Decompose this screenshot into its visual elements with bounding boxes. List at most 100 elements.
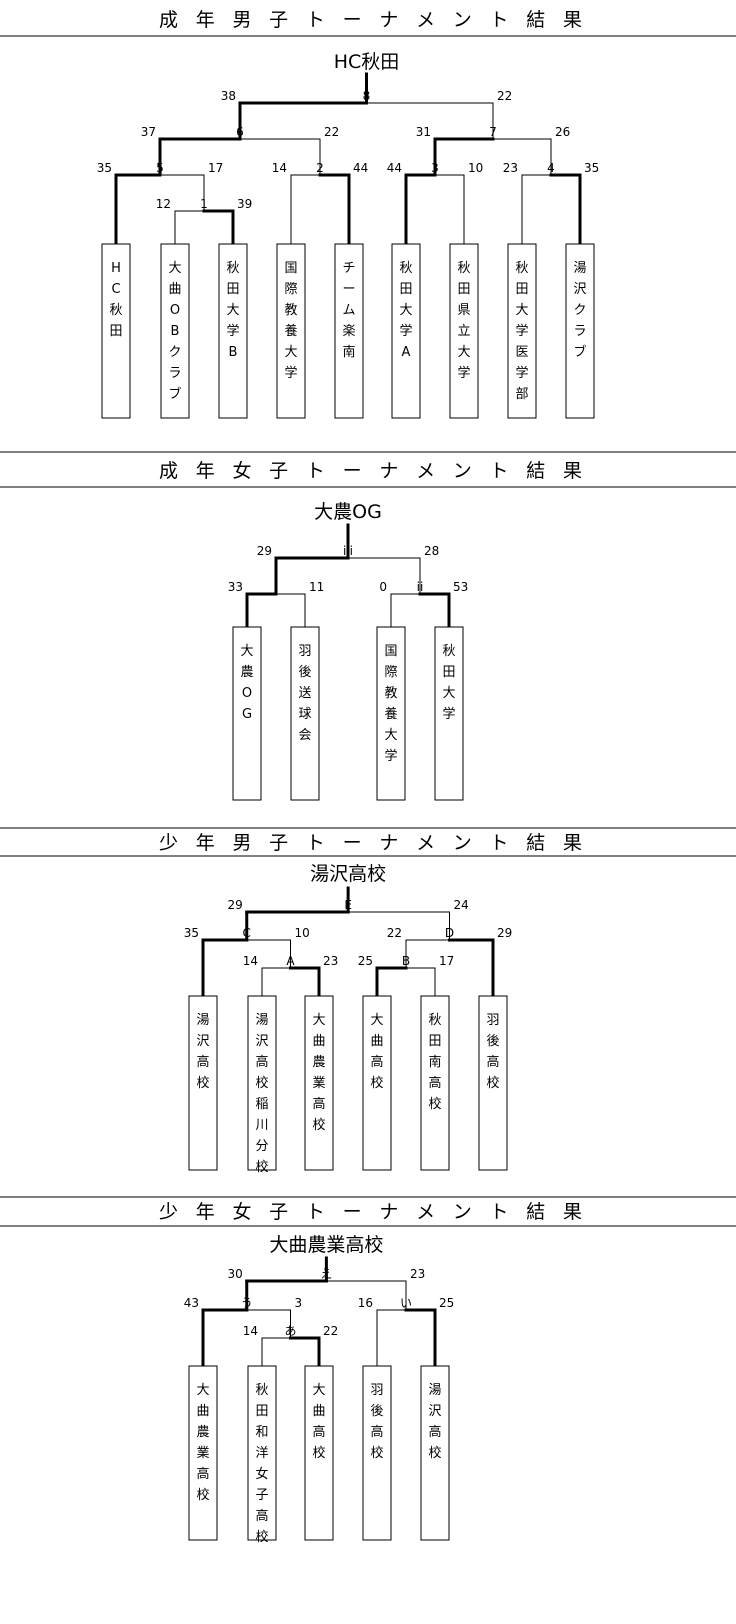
champion-name: 湯沢高校	[310, 863, 386, 885]
right-score: 10	[468, 161, 483, 175]
team-name: 大曲高校	[370, 1013, 383, 1091]
left-score: 30	[227, 1267, 242, 1281]
team-box-frame	[304, 995, 334, 1171]
team-box: 大曲農業高校	[304, 995, 334, 1171]
section-title: 成年男子トーナメント結果	[159, 9, 596, 31]
right-score: 17	[208, 161, 223, 175]
team-name: 大曲農業高校	[312, 1013, 325, 1133]
right-score: 26	[555, 125, 570, 139]
right-score: 29	[497, 926, 512, 940]
left-score: 35	[97, 161, 112, 175]
right-score: 22	[497, 89, 512, 103]
team-name: 秋田大学	[442, 644, 455, 722]
team-box: 湯沢クラブ	[565, 243, 595, 419]
right-score: 39	[237, 197, 252, 211]
right-score: 53	[453, 580, 468, 594]
team-box: 大曲農業高校	[188, 1365, 218, 1541]
team-box-frame	[218, 243, 248, 419]
section-2: 成年女子トーナメント結果i3311ii053iii2928大農OG大農OG羽後送…	[0, 451, 736, 801]
team-box-frame	[290, 626, 320, 801]
team-box-frame	[362, 995, 392, 1171]
team-box: 大曲高校	[362, 995, 392, 1171]
left-score: 16	[358, 1296, 373, 1310]
team-box-frame	[478, 995, 508, 1171]
team-box-frame	[507, 243, 537, 419]
team-name: 大曲農業高校	[196, 1383, 209, 1503]
match-ii: ii053	[379, 580, 468, 629]
left-score: 29	[227, 898, 242, 912]
team-name: 秋田和洋女子高校	[255, 1383, 268, 1545]
champion-name: 大農OG	[314, 501, 382, 523]
team-box: 湯沢高校	[188, 995, 218, 1171]
team-box-frame	[362, 1365, 392, 1541]
team-box-frame	[391, 243, 421, 419]
right-score: 17	[439, 954, 454, 968]
team-box: 羽後高校	[478, 995, 508, 1171]
team-box: 秋田大学	[434, 626, 464, 801]
team-name: 国際教養大学	[284, 261, 297, 381]
left-score: 14	[243, 954, 258, 968]
section-title: 少年女子トーナメント結果	[159, 1201, 596, 1223]
team-box-frame	[276, 243, 306, 419]
team-name: 大曲高校	[312, 1383, 325, 1461]
team-box-frame	[434, 626, 464, 801]
section-1: 成年男子トーナメント結果1123921444344104233553517637…	[0, 9, 736, 419]
left-score: 33	[228, 580, 243, 594]
team-box-frame	[420, 1365, 450, 1541]
team-box: 秋田南高校	[420, 995, 450, 1171]
team-name: 秋田県立大学	[457, 261, 470, 381]
team-name: 羽後送球会	[298, 644, 311, 743]
team-box: 湯沢高校	[420, 1365, 450, 1541]
left-score: 14	[243, 1324, 258, 1338]
team-box-frame	[247, 995, 277, 1171]
team-name: 秋田大学医学部	[515, 261, 528, 402]
team-box: 羽後送球会	[290, 626, 320, 801]
team-box: チーム楽南	[334, 243, 364, 419]
left-score: 37	[141, 125, 156, 139]
left-score: 44	[387, 161, 402, 175]
left-score: 14	[272, 161, 287, 175]
section-4: 少年女子トーナメント結果あ1422い1625う433え3023大曲農業高校大曲農…	[0, 1196, 736, 1545]
left-score: 25	[358, 954, 373, 968]
team-box-frame	[565, 243, 595, 419]
team-box-frame	[232, 626, 262, 801]
team-box: 秋田県立大学	[449, 243, 479, 419]
left-score: 23	[503, 161, 518, 175]
team-name: 湯沢高校	[428, 1383, 441, 1461]
team-box: 湯沢高校稲川分校	[247, 995, 277, 1175]
right-score: 11	[309, 580, 324, 594]
team-name: 羽後高校	[370, 1383, 383, 1461]
team-box: 大曲高校	[304, 1365, 334, 1541]
right-score: 24	[454, 898, 469, 912]
left-score: 22	[387, 926, 402, 940]
right-score: 3	[295, 1296, 303, 1310]
team-box-frame	[376, 626, 406, 801]
champion-name: HC秋田	[334, 51, 400, 73]
team-box-frame	[247, 1365, 277, 1541]
team-name: 秋田南高校	[428, 1013, 441, 1112]
left-score: 38	[221, 89, 236, 103]
right-score: 23	[410, 1267, 425, 1281]
right-score: 25	[439, 1296, 454, 1310]
left-score: 43	[184, 1296, 199, 1310]
left-score: 12	[156, 197, 171, 211]
team-box-frame	[101, 243, 131, 419]
team-box-frame	[420, 995, 450, 1171]
champion-name: 大曲農業高校	[269, 1234, 383, 1256]
right-score: 44	[353, 161, 368, 175]
match-i: i3311	[228, 580, 324, 629]
team-box-frame	[334, 243, 364, 419]
left-score: 0	[379, 580, 387, 594]
team-box: 羽後高校	[362, 1365, 392, 1541]
